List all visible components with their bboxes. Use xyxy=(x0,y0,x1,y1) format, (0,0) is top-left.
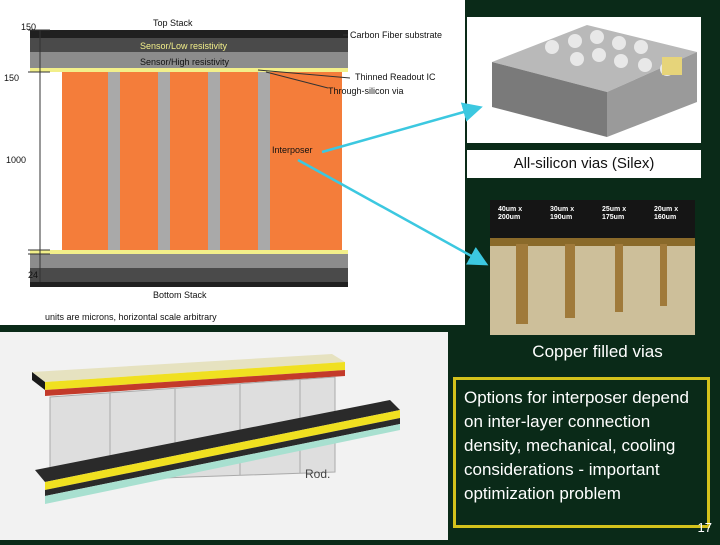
silex-via xyxy=(590,30,604,44)
via-column xyxy=(208,72,220,250)
copper-via xyxy=(660,244,667,306)
bottom-sensor-layer xyxy=(30,254,348,268)
readout-ic-top-layer xyxy=(30,68,348,72)
silex-via-svg xyxy=(492,25,697,137)
readout-ic-bottom-layer xyxy=(30,250,348,254)
top-stack-label: Top Stack xyxy=(153,18,193,28)
page-number: 17 xyxy=(697,520,712,535)
copper-top-layer xyxy=(490,238,695,246)
silex-via xyxy=(570,52,584,66)
via-column xyxy=(158,72,170,250)
bottom-sensor-dark-layer xyxy=(30,268,348,282)
silex-via-image xyxy=(467,17,701,143)
rod-label: Rod. xyxy=(305,467,331,481)
rod-top-red xyxy=(45,370,345,396)
silex-via xyxy=(638,58,652,72)
stack-diagram-svg xyxy=(28,29,351,287)
arrow-to-copper xyxy=(297,158,489,266)
via-column xyxy=(258,72,270,250)
silex-pad xyxy=(662,57,682,75)
silex-caption: All-silicon vias (Silex) xyxy=(467,150,701,178)
bottom-carbon-layer xyxy=(30,282,348,287)
stack-diagram-panel: Top Stack Carbon Fiber substrate Sensor/… xyxy=(0,0,465,325)
bottom-stack-label: Bottom Stack xyxy=(153,290,207,300)
rod-bottom-yellow xyxy=(45,410,400,490)
rod-bottom-cyan xyxy=(45,424,400,504)
copper-via xyxy=(565,244,575,318)
dimension-150-mid: 150 xyxy=(4,73,20,83)
rod-bottom-dark xyxy=(45,418,400,496)
arrow-to-silex xyxy=(321,102,483,154)
carbon-fiber-layer xyxy=(30,30,348,38)
sensor-high-label: Sensor/High resistivity xyxy=(140,57,230,67)
rod-illustration-svg xyxy=(32,354,400,504)
dimension-24: 24 xyxy=(28,270,39,280)
copper-photo-header xyxy=(490,200,695,238)
sensor-low-layer xyxy=(30,38,348,52)
sensor-high-layer xyxy=(30,52,348,68)
silex-front-face xyxy=(492,62,607,137)
units-note: units are microns, horizontal scale arbi… xyxy=(45,312,217,322)
silex-via xyxy=(634,40,648,54)
leader-line xyxy=(257,69,351,79)
rod-illustration-panel: Rod. xyxy=(0,332,448,540)
thinned-readout-label: Thinned Readout IC xyxy=(355,72,436,82)
through-silicon-label: Through-silicon via xyxy=(328,86,404,96)
silex-via xyxy=(545,40,559,54)
carbon-fiber-label: Carbon Fiber substrate xyxy=(350,30,443,40)
leader-line xyxy=(265,71,329,89)
rod-top-edge xyxy=(32,372,45,390)
interposer-label: Interposer xyxy=(272,145,313,155)
options-textbox: Options for interposer depend on inter-l… xyxy=(453,377,710,528)
copper-via xyxy=(516,244,528,324)
rod-top-yellow xyxy=(45,362,345,390)
rod-top-surface xyxy=(32,354,345,382)
dimension-150-top: 150 xyxy=(21,22,37,32)
copper-via xyxy=(615,244,623,312)
dimension-1000: 1000 xyxy=(6,155,27,165)
silex-via xyxy=(592,48,606,62)
sensor-low-label: Sensor/Low resistivity xyxy=(140,41,228,51)
copper-caption: Copper filled vias xyxy=(532,342,663,361)
silex-via xyxy=(614,54,628,68)
rod-bottom-surface xyxy=(35,400,400,482)
copper-via-svg xyxy=(490,200,695,335)
via-column xyxy=(108,72,120,250)
silex-via xyxy=(612,36,626,50)
silex-via xyxy=(568,34,582,48)
